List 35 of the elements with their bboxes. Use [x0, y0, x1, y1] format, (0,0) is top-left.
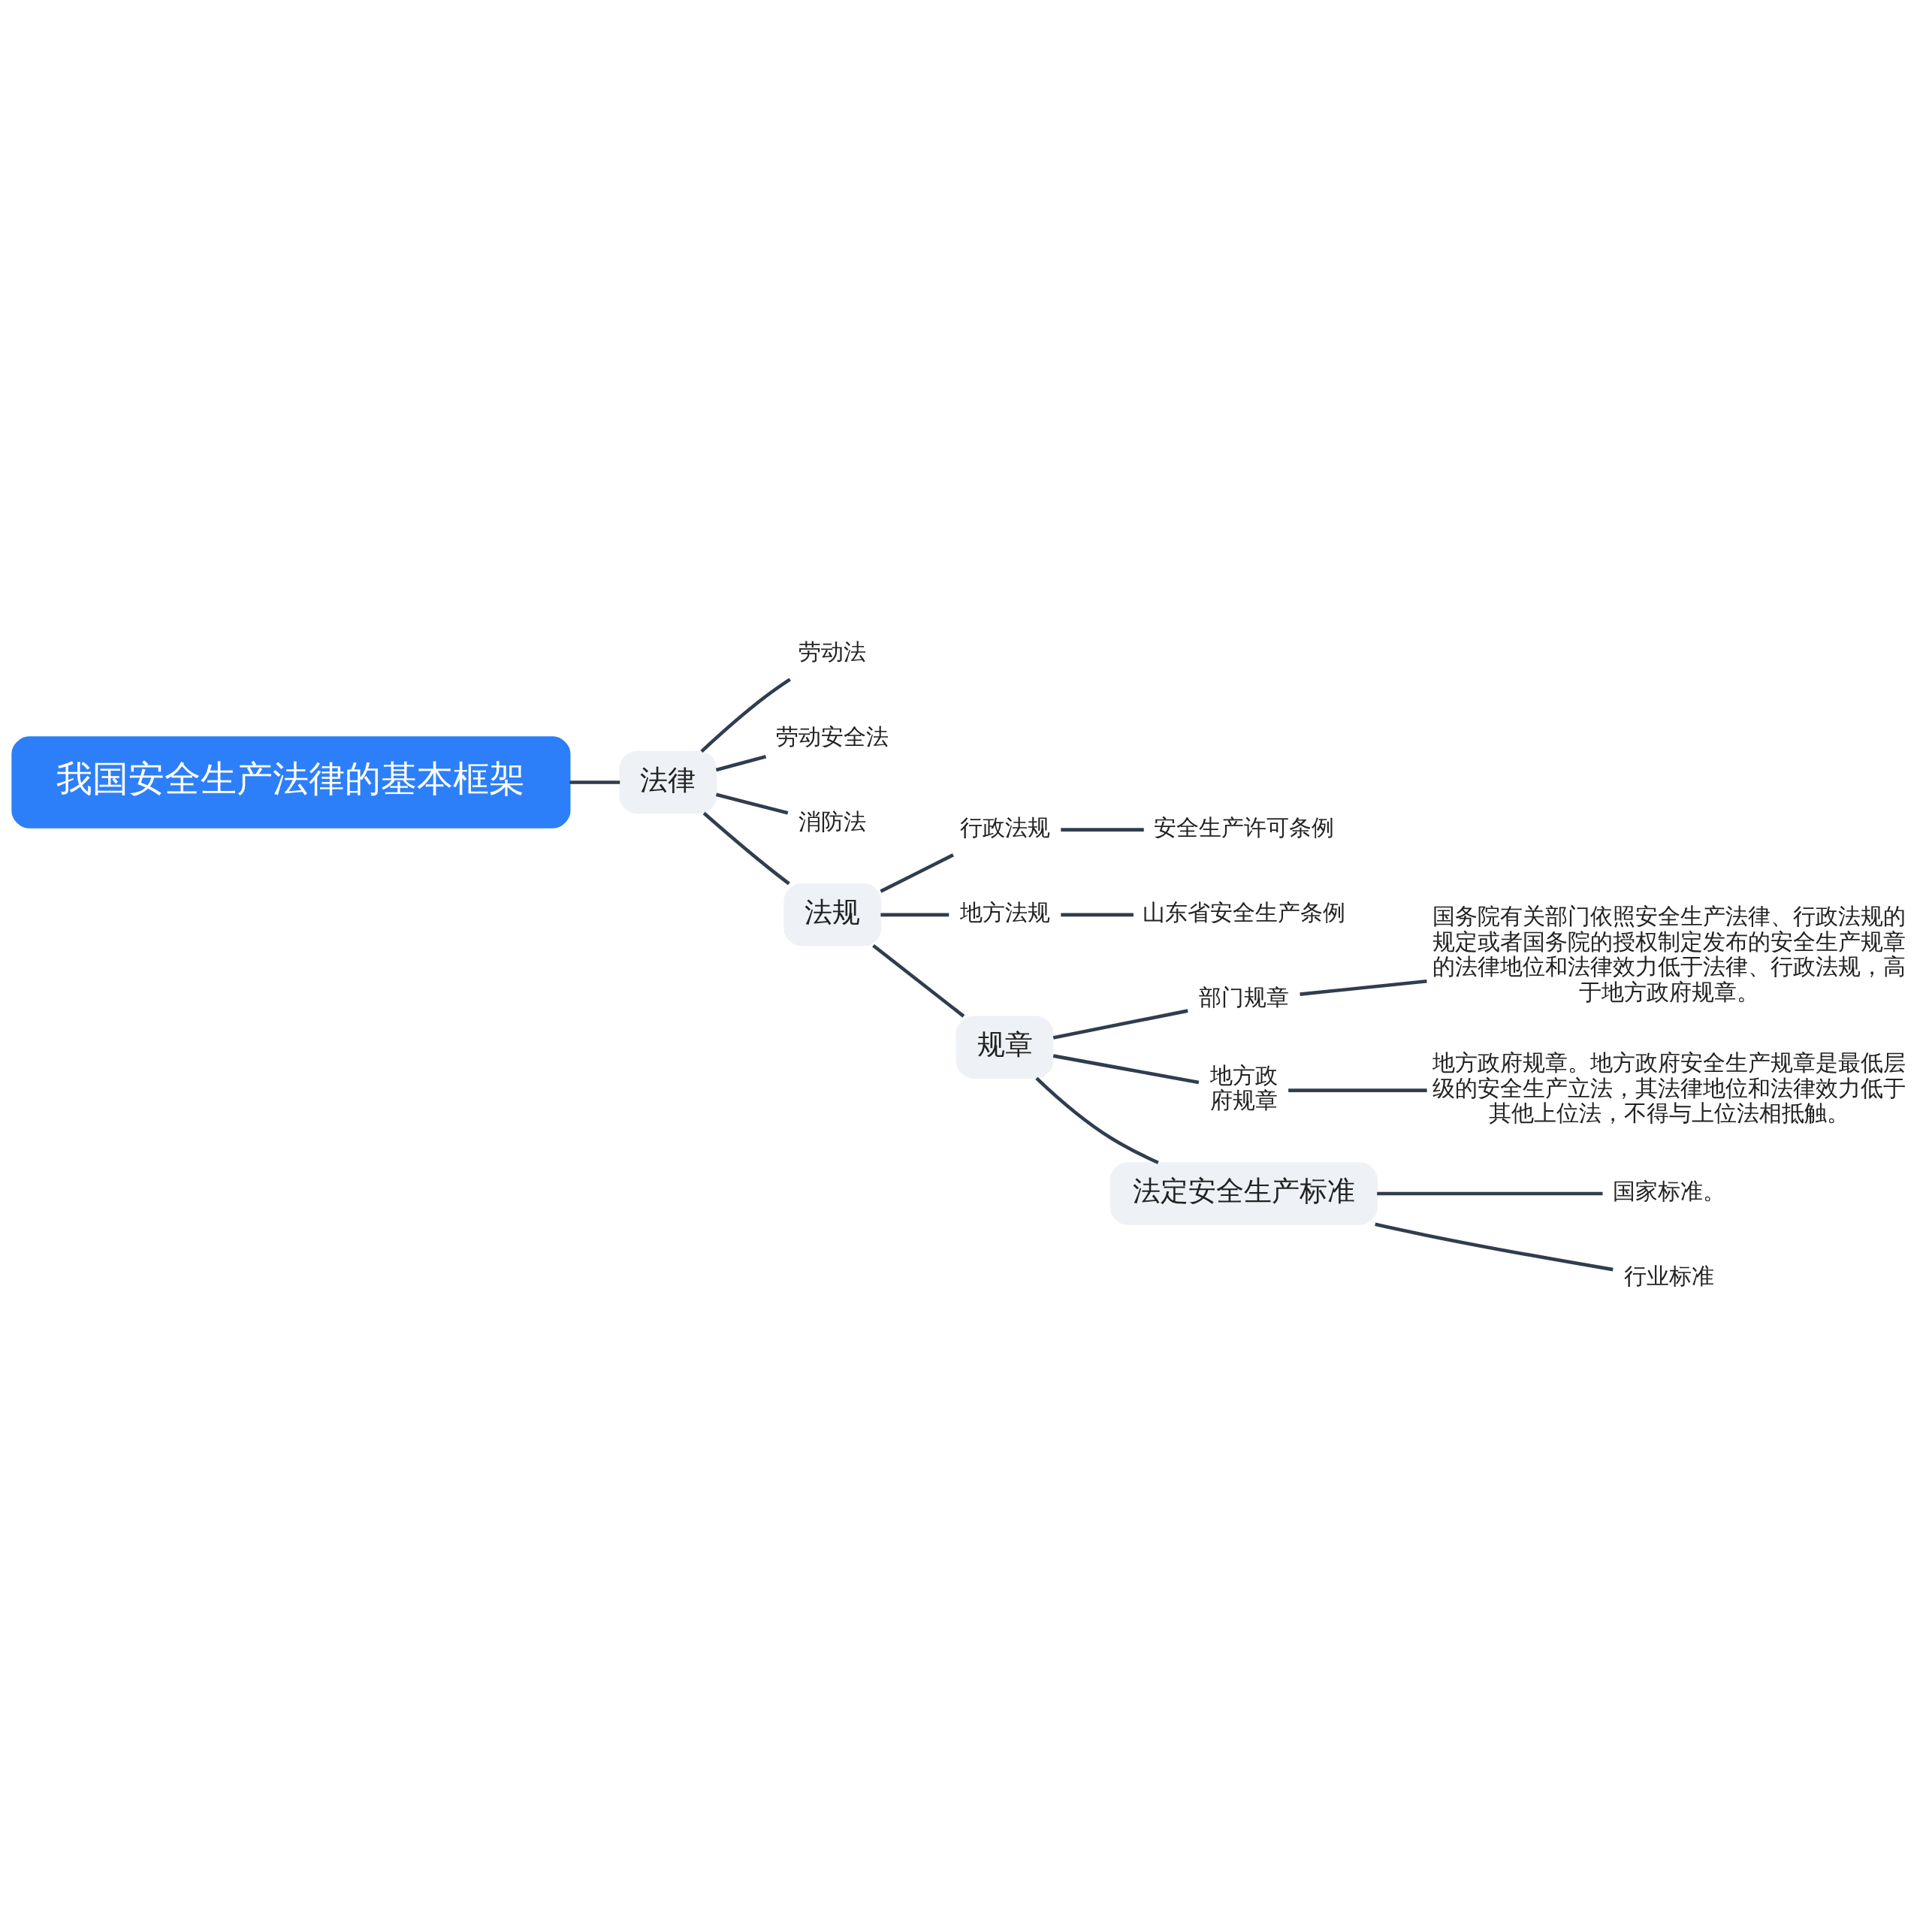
node-text: 山东省安全生产条例: [1142, 898, 1345, 925]
connector: [1375, 1222, 1614, 1271]
node-text: 劳动安全法: [776, 723, 889, 750]
node-text: 部门规章: [1198, 983, 1289, 1010]
connector: [715, 792, 789, 815]
node-box: 法定安全生产标准: [1109, 1161, 1378, 1225]
connector: [880, 853, 954, 893]
connector: [1061, 913, 1134, 916]
node-text: 行政法规: [959, 814, 1050, 841]
node-text: 国家标准。: [1612, 1177, 1725, 1204]
connector: [569, 780, 620, 784]
connector: [702, 811, 790, 885]
node-text: 地方法规: [959, 898, 1050, 925]
connector: [1052, 1008, 1188, 1040]
connector: [1377, 1191, 1603, 1195]
node-text: 劳动法: [798, 638, 867, 665]
node-text: 地方政府规章: [1209, 1061, 1278, 1113]
node-text: 行业标准: [1623, 1262, 1714, 1289]
node-text: 消防法: [798, 808, 867, 835]
node-text: 国务院有关部门依照安全生产法律、行政法规的规定或者国务院的授权制定发布的安全生产规章的法律地位和法律效力低于法律、行政法规，高于地方政府规章。: [1432, 902, 1906, 1005]
connector: [715, 754, 767, 771]
node-text: 地方政府规章。地方政府安全生产规章是最低层级的安全生产立法，其法律地位和法律效力低于其他上位法，不得与上位法相抵触。: [1432, 1049, 1906, 1126]
connector: [1288, 1088, 1427, 1092]
connector: [1061, 827, 1144, 832]
node-box: 我国安全生产法律的基本框架: [11, 735, 571, 829]
connector: [1300, 979, 1427, 996]
node-box: 法规: [783, 883, 882, 946]
connector: [700, 677, 792, 753]
node-box: 法律: [619, 750, 717, 814]
node-text: 安全生产许可条例: [1153, 814, 1334, 841]
connector: [1035, 1076, 1159, 1164]
connector: [880, 913, 949, 916]
node-box: 规章: [955, 1015, 1054, 1079]
connector: [1052, 1053, 1200, 1084]
connector: [872, 943, 965, 1018]
